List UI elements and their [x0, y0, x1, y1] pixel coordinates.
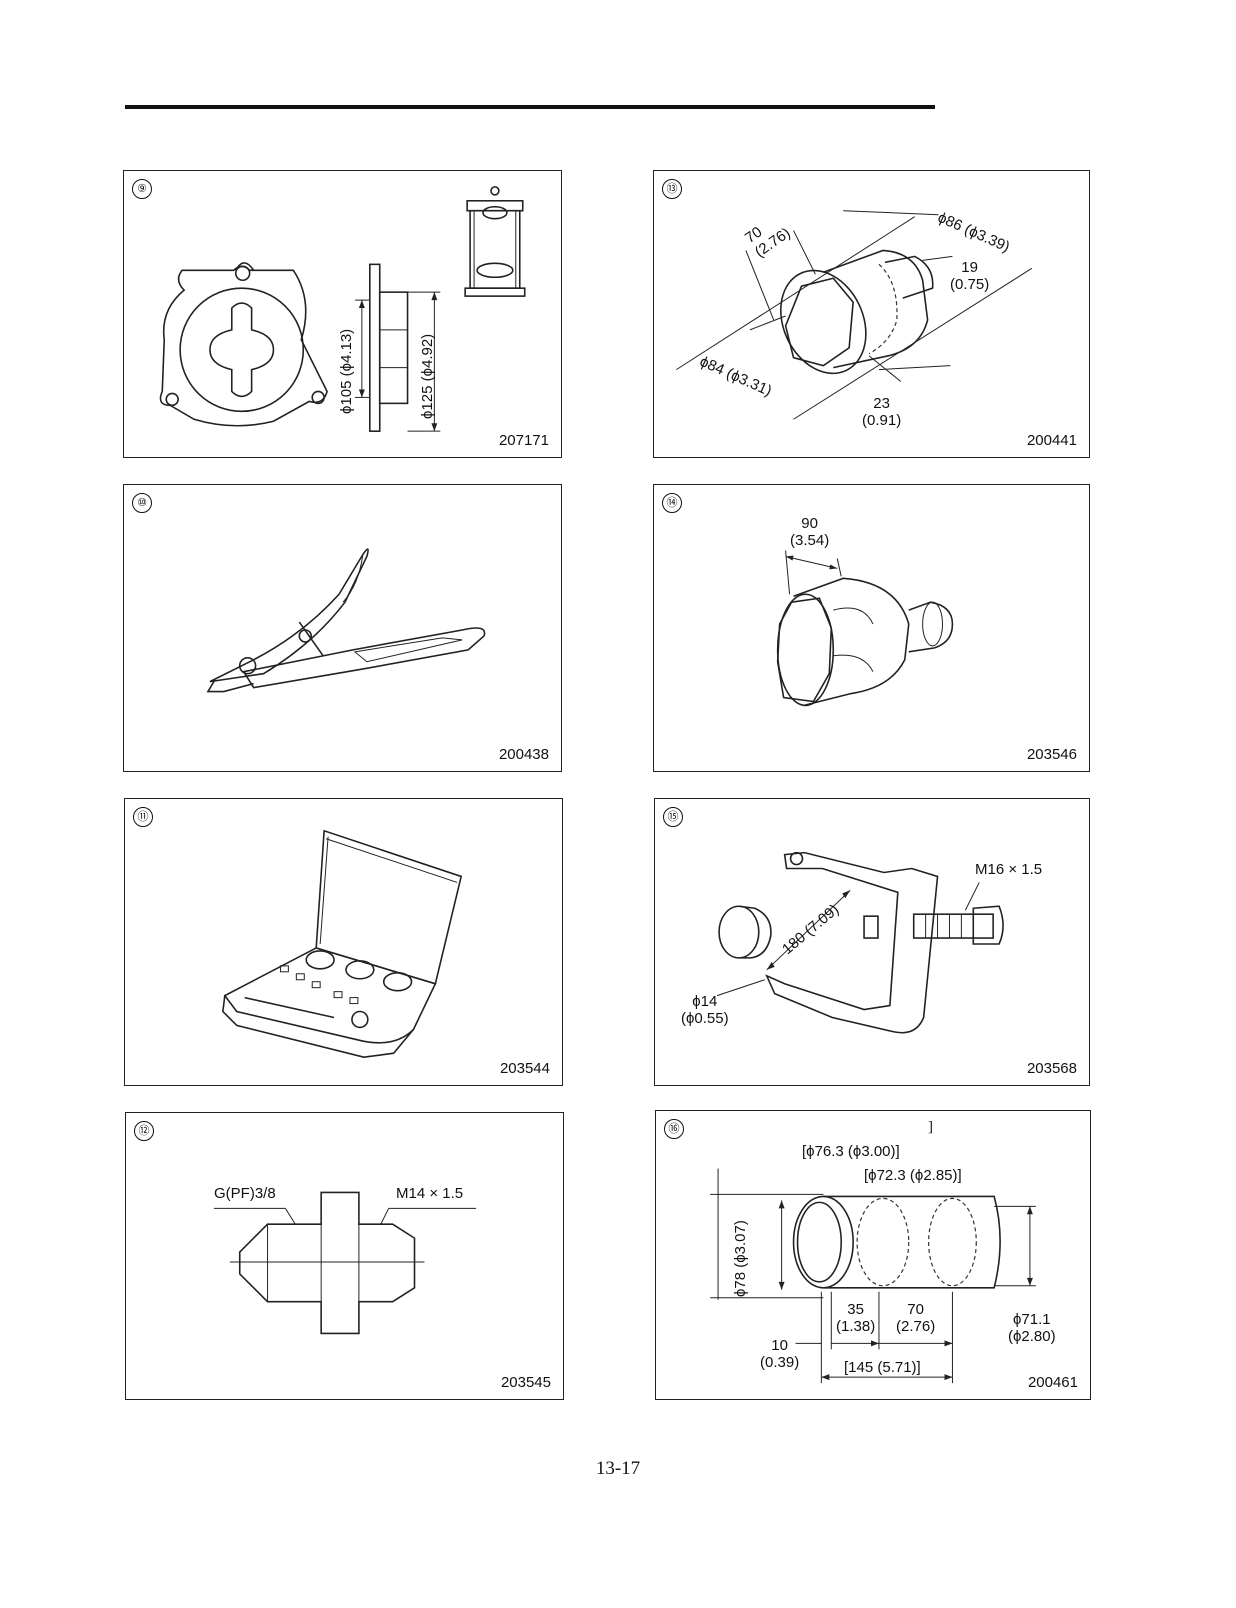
- dimension-label: ϕ14 (ϕ0.55): [681, 993, 729, 1028]
- panel-16: ⑯ ] [ϕ76.3 (ϕ3.00)] [ϕ72.3 (ϕ2.85)] ϕ78 …: [655, 1110, 1091, 1400]
- dimension-label: 90 (3.54): [790, 515, 830, 550]
- panel-number: ⑩: [132, 493, 152, 513]
- panel-12: ⑫ G(PF)3/8 M14 × 1.5 203545: [125, 1112, 564, 1400]
- tool-14-illustration: [776, 550, 954, 707]
- dimension-label: M14 × 1.5: [396, 1185, 464, 1202]
- dimension-label: 19 (0.75): [950, 259, 990, 294]
- panel-number: ⑭: [662, 493, 682, 513]
- part-code: 207171: [498, 432, 549, 449]
- panel-11: ⑪ 203544: [124, 798, 563, 1086]
- panel-number: ⑪: [133, 807, 153, 827]
- part-code: 200441: [1026, 432, 1077, 449]
- dimension-label: M16 × 1.5: [975, 861, 1043, 878]
- dimension-label: ϕ71.1 (ϕ2.80): [1008, 1311, 1056, 1346]
- dimension-label: 35 (1.38): [836, 1301, 876, 1336]
- page-number: 13-17: [595, 1458, 641, 1479]
- dimension-label: ϕ105 (ϕ4.13): [338, 328, 355, 414]
- dimension-label: ϕ78 (ϕ3.07): [732, 1220, 749, 1297]
- dimension-label: 10 (0.39): [760, 1337, 800, 1372]
- part-code: 203568: [1026, 1060, 1077, 1077]
- panel-10: ⑩ 200438: [123, 484, 562, 772]
- dimension-label: 70 (2.76): [896, 1301, 936, 1336]
- part-code: 200461: [1027, 1374, 1078, 1391]
- part-code: 203546: [1026, 746, 1077, 763]
- dimension-label: G(PF)3/8: [214, 1185, 276, 1202]
- part-code: 200438: [498, 746, 549, 763]
- panel-14: ⑭ 90 (3.54) 203546: [653, 484, 1090, 772]
- tool-15-illustration: [716, 851, 1004, 1034]
- panel-number: ⑬: [662, 179, 682, 199]
- bracket-mark: ]: [928, 1119, 933, 1135]
- tool-10-illustration: [206, 548, 486, 693]
- panel-15: ⑮ M16 × 1.5 180 (7.09) ϕ14 (ϕ0.55) 20356…: [654, 798, 1090, 1086]
- tool-16-illustration: [710, 1168, 1036, 1384]
- panel-number: ⑨: [132, 179, 152, 199]
- panel-number: ⑮: [663, 807, 683, 827]
- part-code: 203545: [500, 1374, 551, 1391]
- tool-13-illustration: [676, 210, 1033, 420]
- header-rule: [125, 105, 935, 109]
- panel-number: ⑯: [664, 1119, 684, 1139]
- panel-number: ⑫: [134, 1121, 154, 1141]
- tool-12-illustration: [213, 1191, 477, 1335]
- tool-11-illustration: [222, 829, 463, 1059]
- tool-9-illustration: [159, 186, 526, 432]
- dimension-label: ϕ125 (ϕ4.92): [419, 333, 436, 419]
- dimension-label: [145 (5.71)]: [844, 1359, 921, 1376]
- panel-9: ⑨ ϕ105 (ϕ4.13) ϕ125 (ϕ4.92) 207171: [123, 170, 562, 458]
- part-code: 203544: [499, 1060, 550, 1077]
- dimension-label: [ϕ76.3 (ϕ3.00)]: [802, 1143, 900, 1160]
- panel-13: ⑬ 70 (2.76) ϕ86 (ϕ3.39) 19 (0.75) ϕ84 (ϕ…: [653, 170, 1090, 458]
- dimension-label: 23 (0.91): [862, 395, 902, 430]
- dimension-label: [ϕ72.3 (ϕ2.85)]: [864, 1167, 962, 1184]
